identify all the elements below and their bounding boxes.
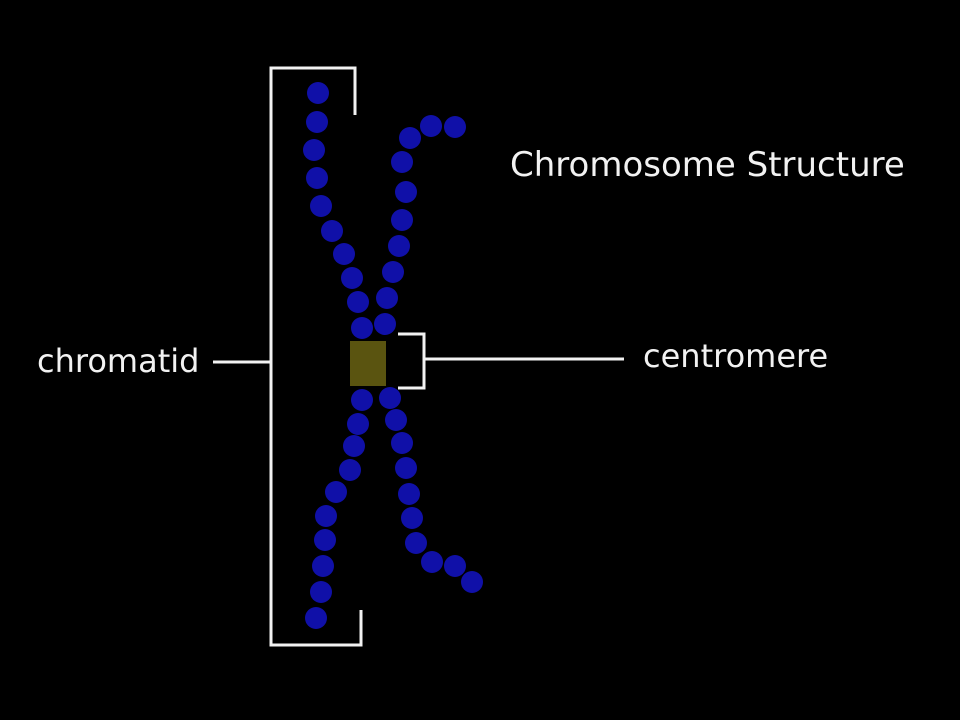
centromere-bracket: [398, 332, 426, 390]
left-strand-bead: [310, 581, 332, 603]
right-strand-bead: [388, 235, 410, 257]
left-strand-bead: [333, 243, 355, 265]
right-strand-bead: [420, 115, 442, 137]
right-strand-bead: [395, 181, 417, 203]
left-strand-bead: [307, 82, 329, 104]
right-strand-bead: [444, 555, 466, 577]
right-strand-bead: [376, 287, 398, 309]
chromatid-bracket: [269, 66, 363, 647]
right-strand-bead: [444, 116, 466, 138]
left-strand-bead: [321, 220, 343, 242]
right-strand-bead: [398, 483, 420, 505]
left-strand-bead: [341, 267, 363, 289]
right-strand-bead: [421, 551, 443, 573]
left-strand-bead: [312, 555, 334, 577]
left-strand-bead: [351, 389, 373, 411]
right-strand-bead: [405, 532, 427, 554]
left-strand-bead: [310, 195, 332, 217]
left-strand-bead: [314, 529, 336, 551]
chromatid-label: chromatid: [37, 342, 200, 380]
right-strand-bead: [395, 457, 417, 479]
right-strand-bead: [374, 313, 396, 335]
right-strand-bead: [461, 571, 483, 593]
right-strand-bead: [385, 409, 407, 431]
right-strand-bead: [401, 507, 423, 529]
left-strand-bead: [306, 167, 328, 189]
left-strand-bead: [325, 481, 347, 503]
right-strand-bead: [391, 209, 413, 231]
right-strand-bead: [391, 151, 413, 173]
centromere-block: [350, 341, 386, 386]
diagram-title: Chromosome Structure: [510, 145, 905, 185]
left-strand-bead: [343, 435, 365, 457]
centromere-label: centromere: [643, 337, 829, 375]
right-strand-bead: [399, 127, 421, 149]
right-strand-bead: [391, 432, 413, 454]
left-strand-bead: [306, 111, 328, 133]
right-strand-bead: [379, 387, 401, 409]
chromatid-strands: [303, 82, 483, 629]
right-strand-bead: [382, 261, 404, 283]
left-strand-bead: [347, 291, 369, 313]
left-strand-bead: [351, 317, 373, 339]
left-strand-bead: [339, 459, 361, 481]
left-strand-bead: [347, 413, 369, 435]
left-strand-bead: [305, 607, 327, 629]
left-strand-bead: [303, 139, 325, 161]
left-strand-bead: [315, 505, 337, 527]
